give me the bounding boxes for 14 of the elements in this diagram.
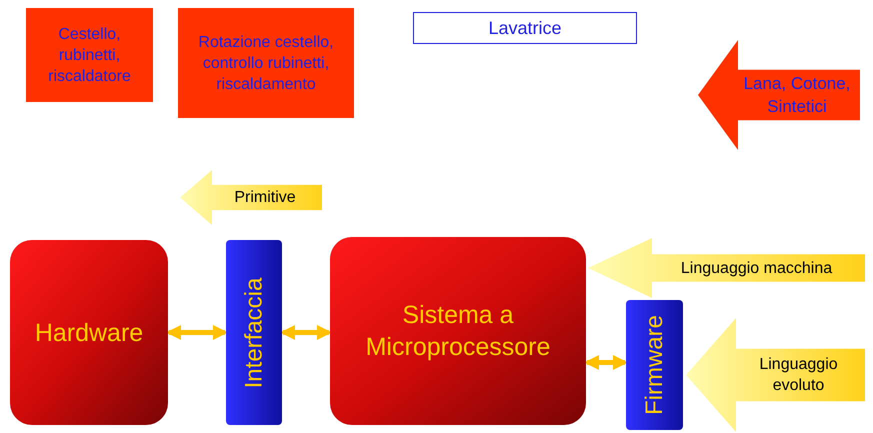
hardware-block: Hardware xyxy=(10,240,168,425)
label-box: Rotazione cestello, controllo rubinetti, riscaldamento xyxy=(178,8,354,118)
arrow-callout: Linguaggio evoluto xyxy=(686,318,865,432)
label-box: Cestello, rubinetti, riscaldatore xyxy=(26,8,153,102)
interface-bar: Interfaccia xyxy=(226,240,282,425)
firmware-bar: Firmware xyxy=(626,300,683,430)
double-arrow xyxy=(584,355,628,370)
double-arrow xyxy=(280,325,332,340)
double-arrow xyxy=(166,325,228,340)
arrow-callout: Lana, Cotone, Sintetici xyxy=(698,40,860,150)
arrow-callout: Linguaggio macchina xyxy=(588,238,865,298)
title-box: Lavatrice xyxy=(413,12,637,44)
arrow-callout: Primitive xyxy=(180,170,322,225)
microprocessor-block: Sistema a Microprocessore xyxy=(330,237,586,425)
